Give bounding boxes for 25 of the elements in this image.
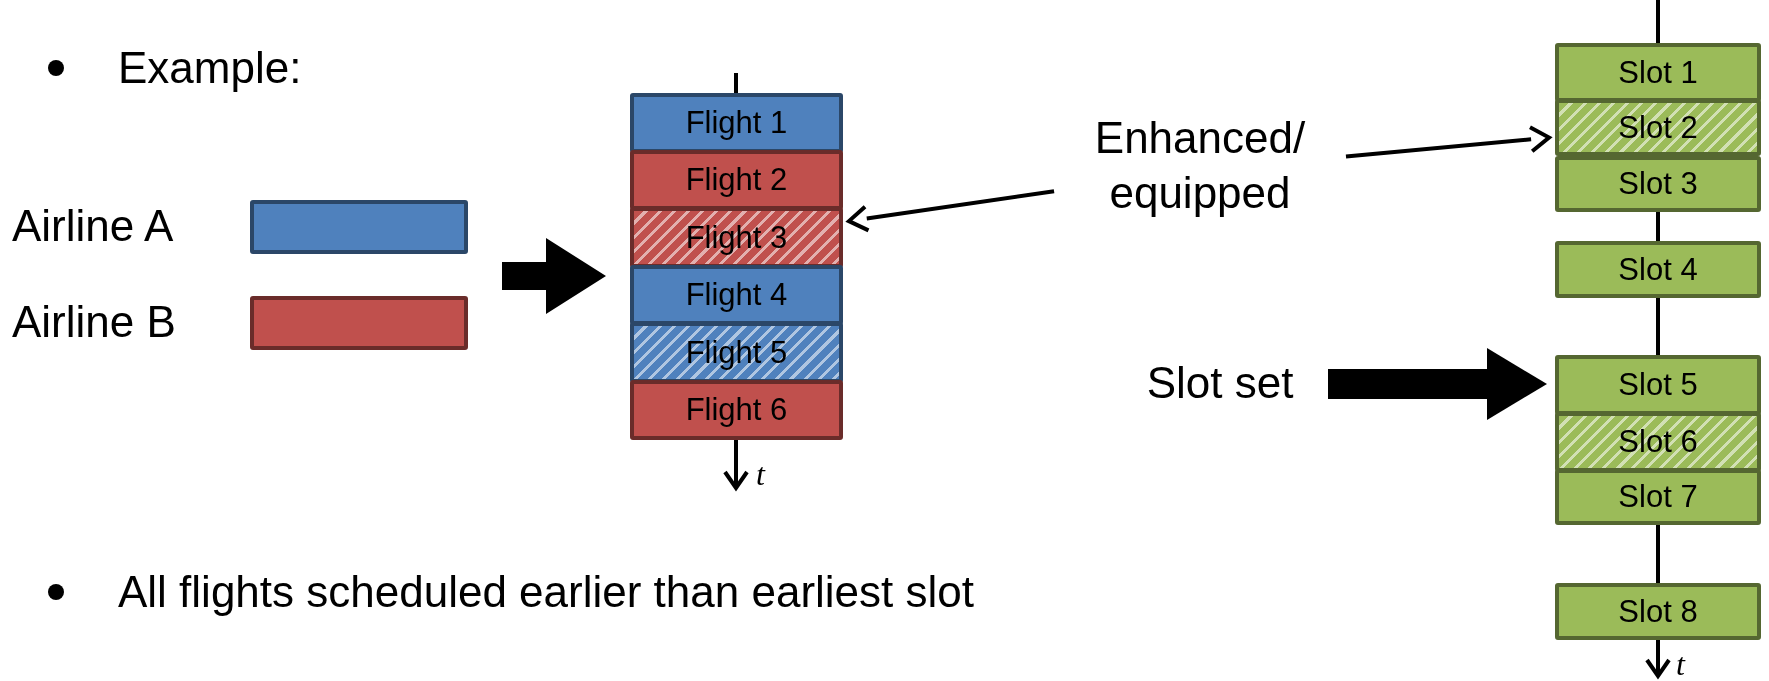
annotation-text: Enhanced/ equipped (1060, 110, 1340, 220)
schedule-cell: Slot 5 (1555, 355, 1761, 415)
legend-label: Airline B (12, 300, 176, 344)
arrow (846, 189, 1055, 233)
hatched-schedule-cell: Flight 5 (630, 322, 843, 383)
hatched-schedule-cell: Slot 2 (1555, 99, 1761, 156)
schedule-cell: Flight 1 (630, 93, 843, 153)
schedule-cell: Slot 8 (1555, 583, 1761, 640)
axis-label: t (1676, 648, 1685, 680)
schedule-cell: Slot 3 (1555, 156, 1761, 212)
bullet-text: Example: (118, 46, 302, 90)
annotation-text: Slot set (1120, 355, 1320, 410)
arrow (1345, 125, 1552, 159)
schedule-cell: Slot 7 (1555, 469, 1761, 525)
bullet-text: All flights scheduled earlier than earliest slot (118, 570, 974, 614)
axis-label: t (756, 458, 765, 490)
block-arrow (1328, 348, 1547, 420)
schedule-cell: Flight 2 (630, 150, 843, 210)
legend-label: Airline A (12, 204, 174, 248)
schedule-cell: Flight 4 (630, 265, 843, 325)
hatched-schedule-cell: Flight 3 (630, 207, 843, 268)
schedule-cell: Slot 1 (1555, 43, 1761, 102)
schedule-cell: Flight 6 (630, 380, 843, 440)
hatched-schedule-cell: Slot 6 (1555, 412, 1761, 472)
schedule-cell: Slot 4 (1555, 241, 1761, 298)
